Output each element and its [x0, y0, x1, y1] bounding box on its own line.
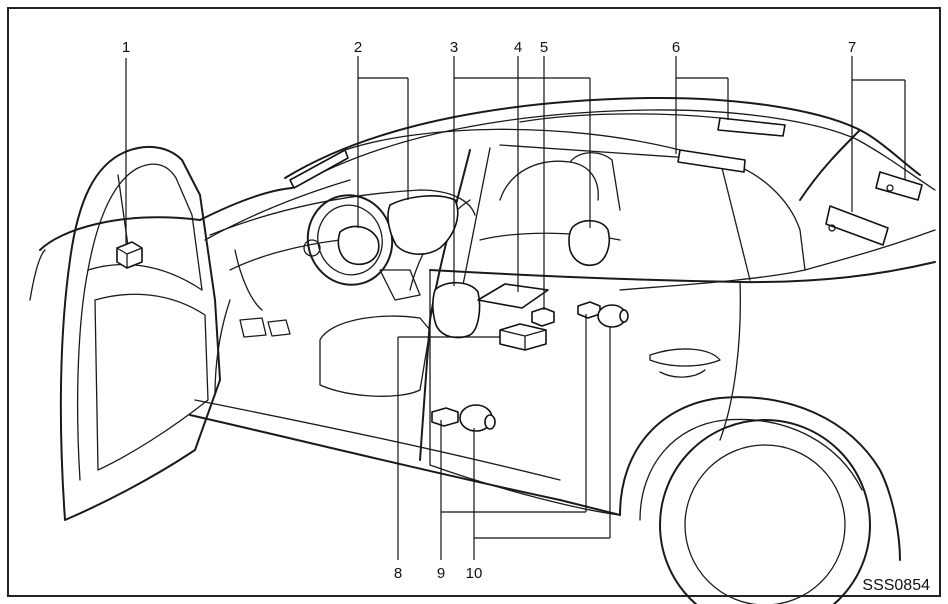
callout-1: 1 [122, 39, 130, 56]
callout-6: 6 [672, 39, 680, 56]
component-1-door-sensor [116, 241, 143, 269]
component-7-rear-modules [825, 171, 923, 246]
callout-4: 4 [514, 39, 522, 56]
callout-9: 9 [437, 565, 445, 582]
component-6-curtain-airbags [289, 113, 786, 189]
component-3-side-airbags [432, 219, 611, 339]
callout-7: 7 [848, 39, 856, 56]
figure-frame [7, 7, 941, 597]
component-9-satellite-sensors [431, 301, 601, 427]
callout-10: 10 [466, 565, 483, 582]
callout-8: 8 [394, 565, 402, 582]
component-10-pretensioners [459, 304, 629, 432]
leader-lines [125, 56, 906, 560]
component-2-front-airbags [337, 195, 459, 265]
callout-labels: 1 2 3 4 5 6 7 8 9 10 [122, 39, 856, 582]
callout-5: 5 [540, 39, 548, 56]
figure-code: SSS0854 [862, 577, 930, 594]
component-5-control-unit [531, 307, 555, 327]
component-8-control-module [499, 323, 547, 351]
callout-3: 3 [450, 39, 458, 56]
car-body [29, 96, 936, 604]
front-door-open [59, 145, 221, 521]
callout-2: 2 [354, 39, 362, 56]
component-4-seat-sensor [477, 283, 549, 309]
